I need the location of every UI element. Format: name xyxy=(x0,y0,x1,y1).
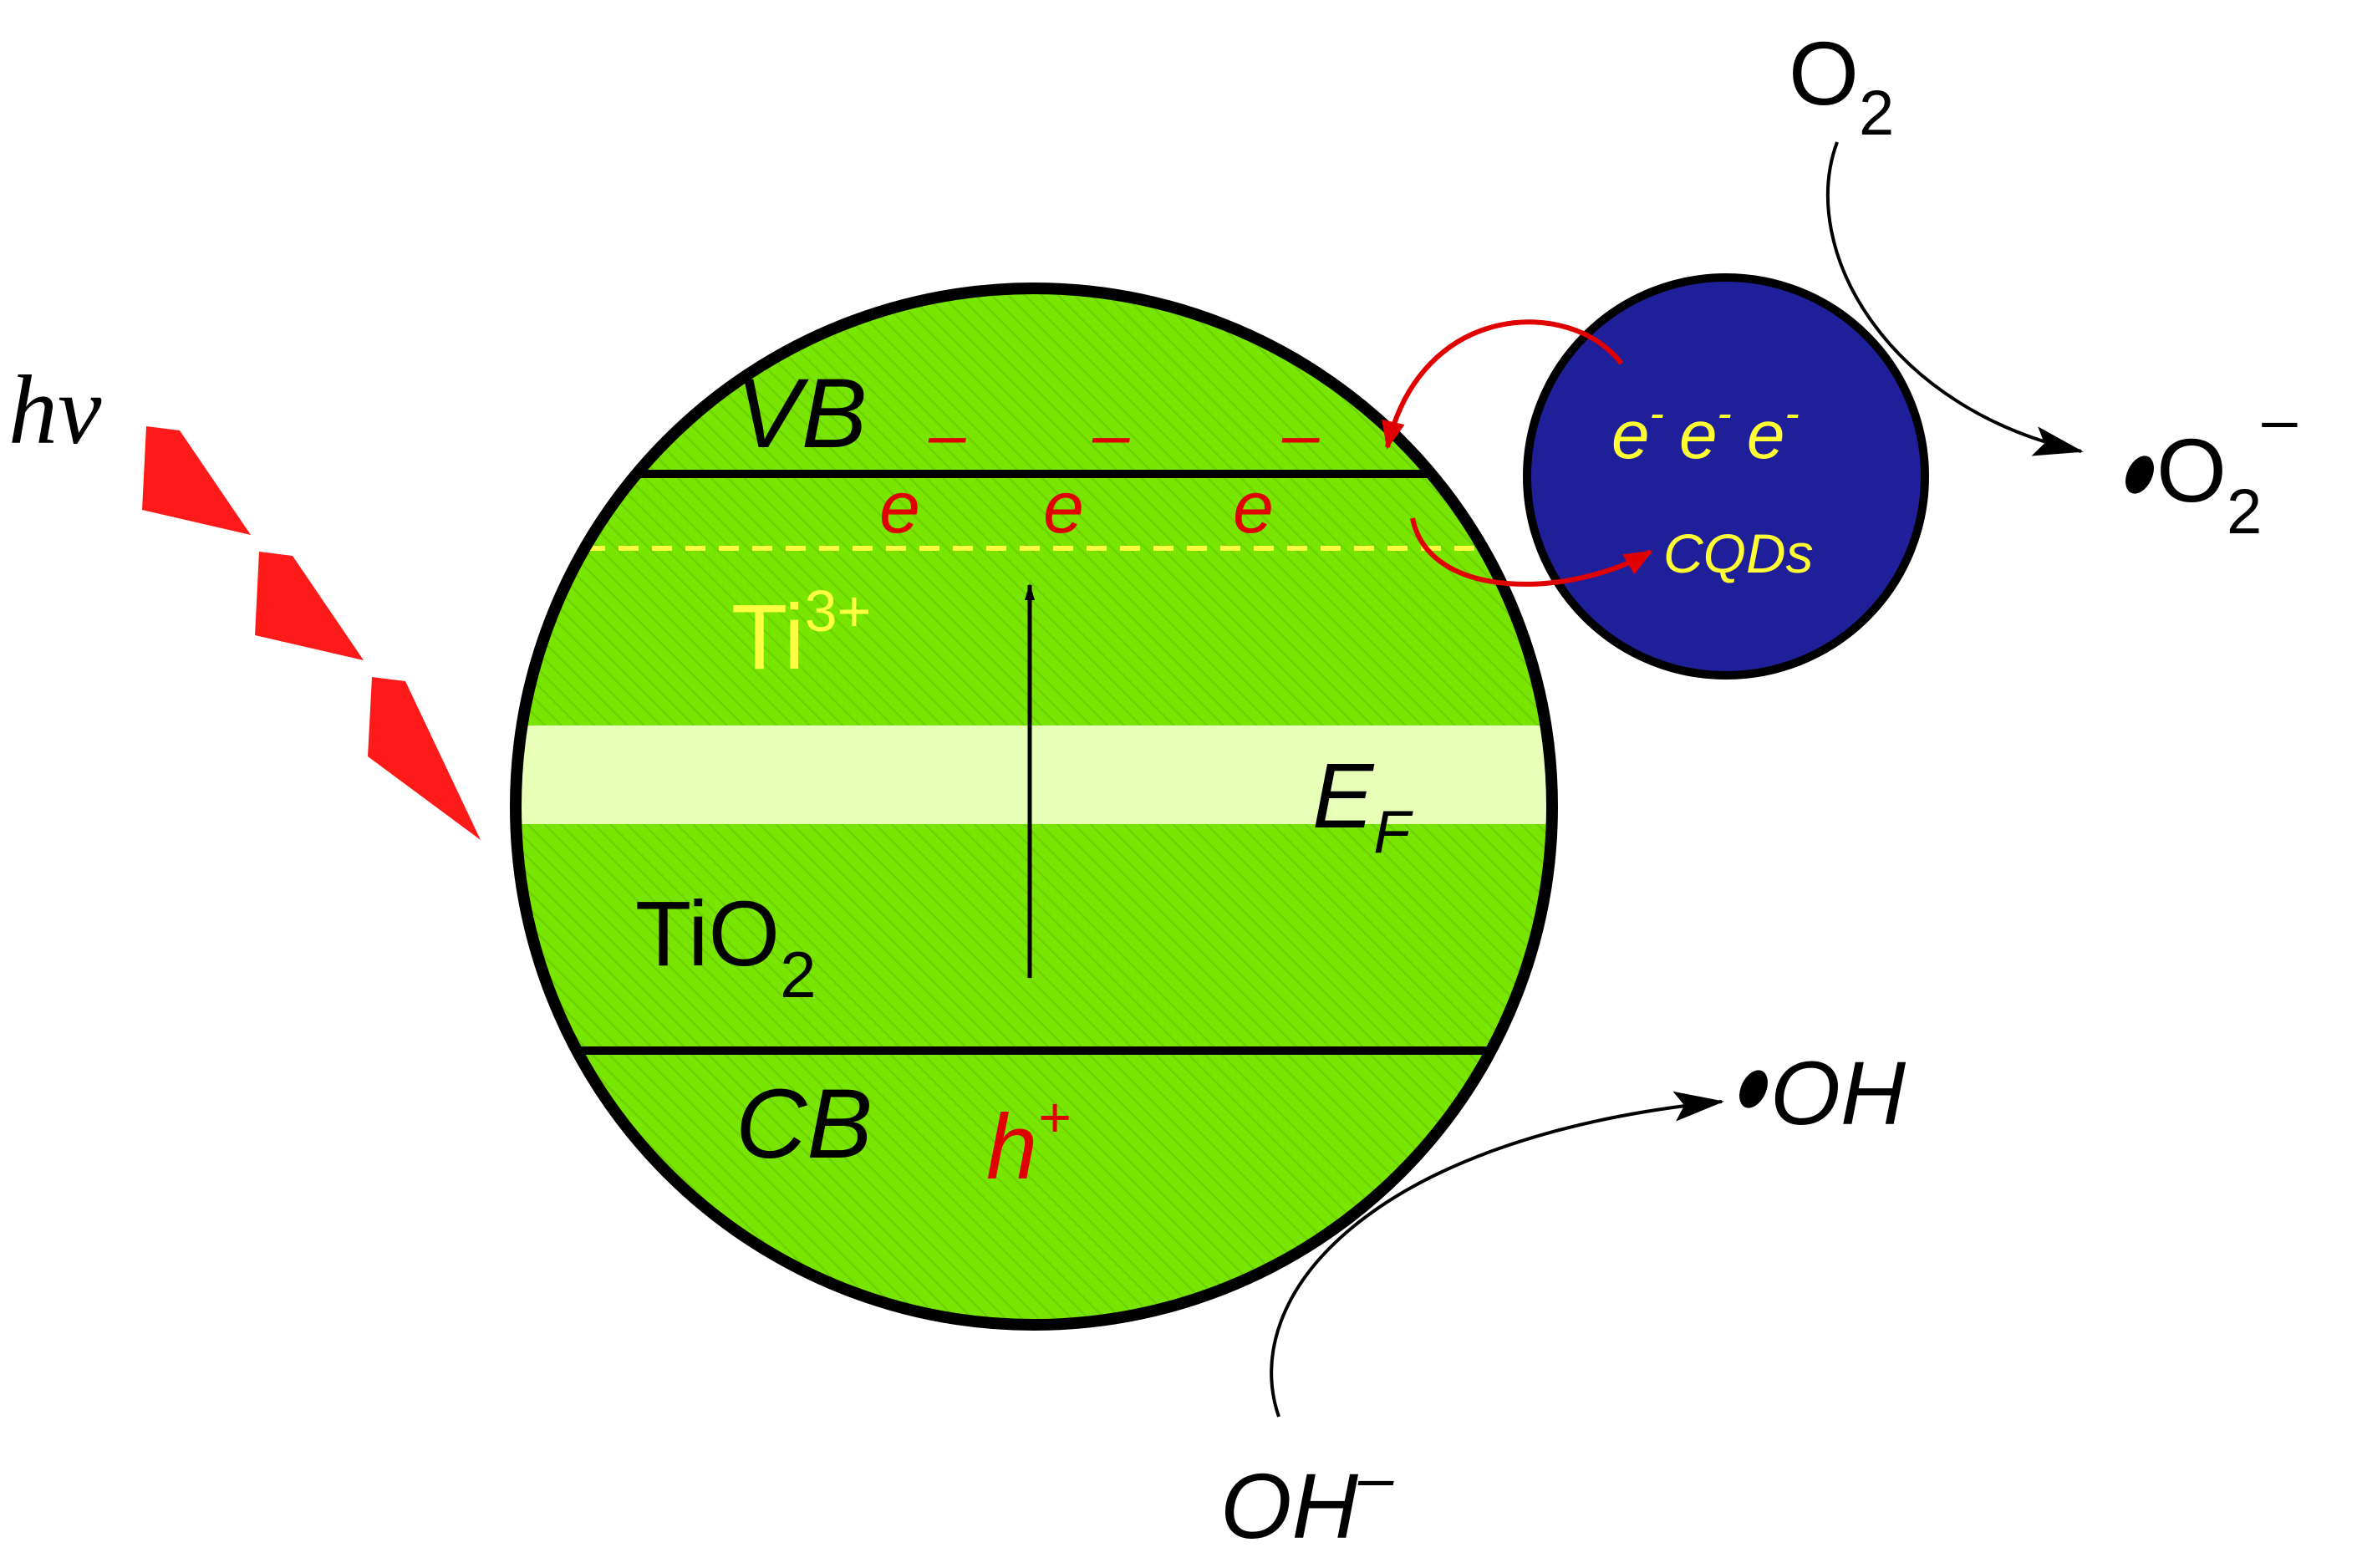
o2-reduction-arrow xyxy=(1825,141,2084,456)
hydroxide-label: OH– xyxy=(1220,1443,1394,1558)
cqd-to-tio2-arrow xyxy=(1382,319,1624,450)
o2-label: O2 xyxy=(1789,23,1894,149)
ti3-label: Ti3+ xyxy=(731,578,871,689)
hv-label: hv xyxy=(8,355,102,465)
radical-dot-icon xyxy=(2125,456,2154,494)
electron-1: e– xyxy=(879,397,966,548)
electron-3: e– xyxy=(1233,397,1320,548)
superoxide-label: O2– xyxy=(2156,384,2298,547)
hydroxyl-label: OH xyxy=(1770,1042,1906,1143)
electron-2: e– xyxy=(1043,397,1130,548)
cqd-particle: e-e-e- CQDs xyxy=(1523,273,1929,680)
hole-label: h+ xyxy=(986,1086,1071,1199)
tio2-electrons: e– e– e– xyxy=(879,397,1320,548)
tio2-particle xyxy=(510,283,1558,1331)
radical-dot-icon xyxy=(1739,1070,1768,1108)
cqd-electrons: e-e-e- xyxy=(1611,389,1800,473)
band-gap-region xyxy=(516,725,1552,824)
tio2-label: TiO2 xyxy=(635,883,817,1011)
cqds-label: CQDs xyxy=(1663,522,1814,584)
vb-label: VB xyxy=(736,359,867,469)
hydroxyl-radical: OH xyxy=(1739,1042,1906,1143)
fermi-level-label: EF xyxy=(1312,745,1413,866)
superoxide-radical: O2– xyxy=(2125,384,2298,547)
hydroxide-oxidation-arrow xyxy=(1270,1091,1724,1418)
lightning-icon xyxy=(142,426,481,840)
cb-label: CB xyxy=(736,1069,873,1179)
tio2-to-cqd-arrow xyxy=(1410,517,1653,587)
